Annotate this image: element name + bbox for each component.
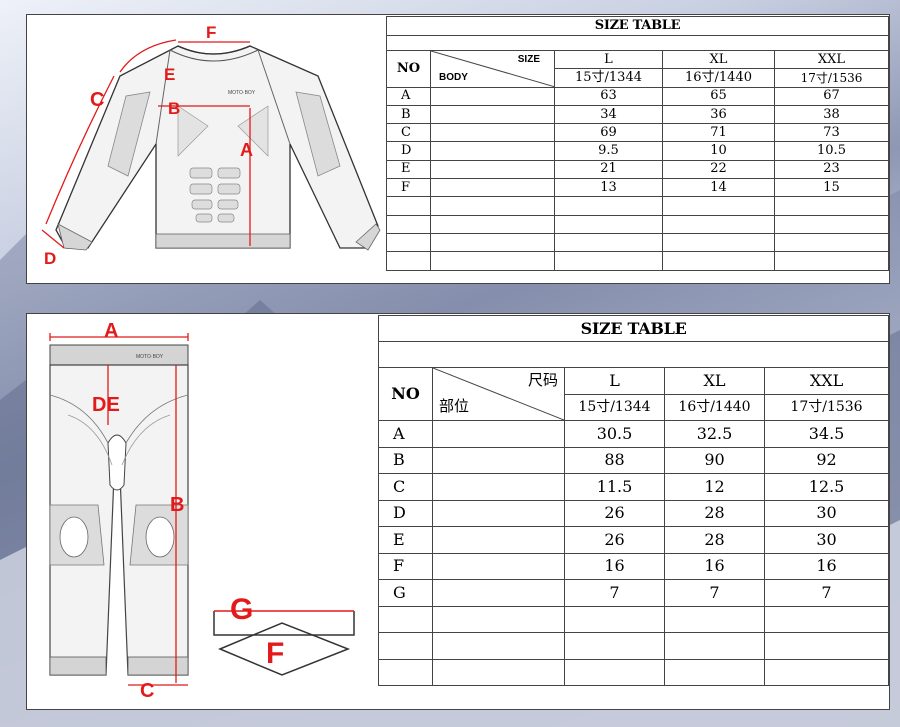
size-col: L bbox=[554, 49, 663, 70]
size-body-header: SIZE BODY bbox=[430, 50, 555, 88]
size-col: XXL bbox=[763, 367, 890, 395]
label-de: DE bbox=[92, 394, 120, 416]
size-code: 15寸/1344 bbox=[554, 68, 663, 88]
label-g: G bbox=[230, 593, 253, 626]
body-label: BODY bbox=[439, 71, 468, 83]
size-col: XXL bbox=[774, 49, 889, 70]
table-title: SIZE TABLE bbox=[377, 315, 890, 342]
size-col: XL bbox=[664, 367, 765, 395]
size-label: 尺码 bbox=[527, 371, 558, 389]
label-a: A bbox=[240, 140, 253, 160]
size-col: L bbox=[564, 367, 665, 395]
shirt-diagram: MOTO·BOY F E C B A D bbox=[41, 23, 381, 268]
pants-brand-text: MOTO·BOY bbox=[136, 354, 164, 360]
pants-size-table: SIZE TABLE NO 尺码 部位 L XL XXL 15寸/1344 16… bbox=[377, 315, 890, 686]
size-code: 16寸/1440 bbox=[662, 68, 775, 88]
label-a: A bbox=[104, 320, 118, 342]
label-e: E bbox=[164, 65, 175, 84]
no-header: NO bbox=[378, 367, 433, 421]
label-b: B bbox=[170, 494, 184, 516]
body-label: 部位 bbox=[439, 397, 470, 415]
size-label: SIZE bbox=[517, 54, 540, 65]
label-f: F bbox=[206, 23, 216, 42]
size-code: 16寸/1440 bbox=[664, 393, 765, 421]
size-code: 17寸/1536 bbox=[774, 68, 889, 88]
label-c: C bbox=[90, 89, 104, 111]
label-b: B bbox=[168, 99, 180, 118]
pants-diagram: MOTO·BOY A DE B C G F bbox=[49, 320, 355, 702]
table-title: SIZE TABLE bbox=[386, 16, 889, 36]
label-d: D bbox=[44, 249, 56, 268]
shirt-brand-text: MOTO·BOY bbox=[228, 90, 256, 96]
size-body-header: 尺码 部位 bbox=[432, 367, 565, 421]
label-c: C bbox=[140, 680, 154, 702]
no-header: NO bbox=[386, 50, 431, 88]
shirt-size-table: SIZE TABLE NO SIZE BODY L XL XXL 15寸/134… bbox=[386, 16, 889, 271]
size-code: 15寸/1344 bbox=[564, 393, 665, 421]
size-col: XL bbox=[662, 49, 775, 70]
label-f: F bbox=[266, 637, 284, 670]
size-code: 17寸/1536 bbox=[763, 393, 890, 421]
